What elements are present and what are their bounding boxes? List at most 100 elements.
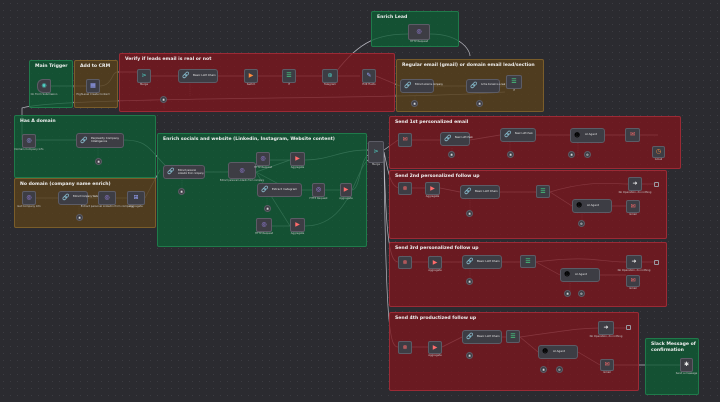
- send2-aggregate-node[interactable]: ▶ Aggregate: [425, 182, 440, 198]
- merge-socials-node[interactable]: ⋗ Merge: [368, 141, 384, 166]
- send3-if-node[interactable]: ☰: [520, 255, 536, 268]
- send4-end-port[interactable]: [626, 325, 631, 330]
- openai-model-sub-5[interactable]: ✺: [76, 214, 83, 221]
- link-icon: 🔗: [444, 135, 452, 142]
- link-icon: 🔗: [62, 194, 70, 201]
- send1-model-sub-2[interactable]: ✺: [507, 151, 514, 158]
- get-company-info-node[interactable]: ◎ Get Company Info: [17, 191, 41, 208]
- domain-company-node[interactable]: ◎ Domain Company Info: [15, 134, 43, 151]
- send4-noop-node[interactable]: ➜ No Operation, do nothing: [590, 321, 622, 338]
- send3-gmail-node[interactable]: ✉ Gmail: [626, 275, 640, 290]
- openai-icon: ✺: [265, 206, 270, 211]
- mail-icon: ✉: [630, 202, 636, 210]
- openai-model-sub-3[interactable]: ✺: [476, 100, 483, 107]
- openai-icon: ✺: [565, 291, 570, 296]
- if2-node[interactable]: ☰ If: [506, 75, 522, 92]
- group-send-2nd: Send 2nd personalized follow up: [389, 170, 667, 239]
- parser-icon: ⊕: [557, 367, 562, 372]
- send4-gmail-node[interactable]: ✉ Gmail: [600, 359, 614, 374]
- send4-stop-node[interactable]: ⊗: [398, 341, 412, 354]
- form-trigger-node[interactable]: ◉ On Form Submission: [31, 79, 57, 96]
- send4-parser-sub[interactable]: ⊕: [556, 366, 563, 373]
- telegram-node[interactable]: ⊛ Telegram: [322, 69, 338, 86]
- send3-agent-node[interactable]: ☻ AI Agent: [560, 268, 600, 282]
- openai-model-sub-6[interactable]: ✺: [178, 188, 185, 195]
- globe-icon: ◎: [26, 194, 32, 201]
- openai-icon: ✺: [541, 367, 546, 372]
- group-title: Has A domain: [20, 119, 56, 124]
- openai-model-sub[interactable]: ✺: [160, 96, 167, 103]
- aggregate-node-1[interactable]: ▶ Aggregate: [290, 152, 305, 169]
- send3-llm-node[interactable]: 🔗 Basic LLM Chain: [462, 255, 502, 269]
- send1-llm-node[interactable]: 🔗 Basic LLM Chain: [440, 132, 473, 146]
- link-icon: 🔗: [167, 168, 175, 175]
- send1-model-sub[interactable]: ✺: [448, 151, 455, 158]
- send2-stop-node[interactable]: ⊗: [398, 182, 412, 195]
- openai-model-sub-4[interactable]: ✺: [95, 158, 102, 165]
- send4-agent-node[interactable]: ☻ AI Agent: [538, 345, 578, 359]
- send3-aggregate-node[interactable]: ▶ Aggregate: [428, 256, 442, 272]
- http-request-node-3[interactable]: ◎ HTTP Request: [255, 218, 273, 235]
- extract-company-website-node[interactable]: 🔗 Extract Company Website: [58, 191, 101, 205]
- send2-noop-node[interactable]: ➜ No Operation, do nothing: [619, 177, 651, 194]
- send2-agent-node[interactable]: ☻ AI Agent: [572, 199, 612, 213]
- send2-parser-sub[interactable]: ⊕: [578, 220, 585, 227]
- send3-stop-node[interactable]: ⊗: [398, 256, 412, 269]
- openai-icon: ✺: [179, 189, 184, 194]
- aggregate-node[interactable]: ⊞ Aggregate: [127, 191, 145, 208]
- personal-linkedin-node[interactable]: ◎ Extract personal Linkedin from company: [81, 191, 133, 208]
- send2-end-port[interactable]: [654, 182, 659, 187]
- send2-llm-node[interactable]: 🔗 Basic LLM Chain: [460, 185, 500, 199]
- openai-model-sub-7[interactable]: ✺: [264, 205, 271, 212]
- send4-aggregate-node[interactable]: ▶ Aggregate: [428, 341, 442, 357]
- extract-domain-node[interactable]: 🔗 Is the domain is a real company: [466, 79, 516, 93]
- send4-llm-node[interactable]: 🔗 Basic LLM Chain: [462, 330, 502, 344]
- basic-llm-chain-node[interactable]: 🔗 Basic LLM Chain: [178, 69, 218, 83]
- send1-gmail-node[interactable]: ✉: [625, 128, 640, 142]
- if-icon: ☰: [510, 332, 516, 340]
- send4-model-sub[interactable]: ✺: [466, 352, 473, 359]
- send2-model-sub[interactable]: ✺: [466, 210, 473, 217]
- aggregate-icon: ▶: [430, 184, 435, 192]
- send3-end-port[interactable]: [654, 260, 659, 265]
- send2-if-node[interactable]: ☰: [536, 185, 550, 198]
- link-icon: 🔗: [466, 333, 474, 340]
- group-add-to-crm: Add to CRM: [74, 60, 118, 108]
- send1-parser-sub[interactable]: ⊕: [584, 151, 591, 158]
- slack-node[interactable]: ✱ Send a message: [676, 358, 697, 375]
- switch-node[interactable]: ▶ Switch: [244, 69, 258, 86]
- perplexity-node[interactable]: 🔗 Perplexity Company Intelligence: [76, 133, 124, 148]
- aggregate-node-2[interactable]: ▶ Aggregate: [339, 183, 353, 200]
- send1-agent-node[interactable]: ☻ AI Agent: [570, 128, 605, 143]
- send2-gmail-node[interactable]: ✉ Gmail: [626, 200, 640, 216]
- openai-icon: ✺: [508, 152, 513, 157]
- extract-gmail-node[interactable]: 🔗 Extract email is company: [400, 79, 443, 93]
- send1-wait-node[interactable]: ◷ Gmail: [652, 146, 665, 161]
- http-request-node-1[interactable]: ◎ HTTP Request: [254, 152, 272, 169]
- linkedin-http-node[interactable]: ◎ Extract personal Linkedin from company: [220, 162, 264, 182]
- send4-model-sub-2[interactable]: ✺: [540, 366, 547, 373]
- extract-linkedin-node[interactable]: 🔗 Extract personal Linkedin from company: [163, 165, 205, 179]
- crm-create-contact-node[interactable]: ▦ HighLevel Create Contact: [76, 79, 110, 96]
- send3-parser-sub[interactable]: ⊕: [578, 290, 585, 297]
- openai-icon: ✺: [412, 101, 417, 106]
- edit-fields-node[interactable]: ✎ Edit Fields: [362, 69, 376, 86]
- send1-first-node[interactable]: ✉: [398, 133, 412, 147]
- aggregate-icon: ⊞: [133, 194, 139, 201]
- merge-node[interactable]: ⋗ Merge: [137, 69, 151, 86]
- openai-model-sub-2[interactable]: ✺: [411, 100, 418, 107]
- send3-model-sub[interactable]: ✺: [466, 278, 473, 285]
- http-request-enrich-node[interactable]: ◎ HTTP Request: [408, 24, 430, 43]
- if-node[interactable]: ☰ If: [282, 69, 296, 86]
- send4-if-node[interactable]: ☰: [506, 330, 520, 343]
- http-request-node-2[interactable]: ◎ HTTP Request: [310, 183, 328, 200]
- send1-agent-model-sub[interactable]: ✺: [568, 151, 575, 158]
- mail-icon: ✉: [402, 136, 408, 143]
- send1-llm-node-2[interactable]: 🔗 Basic LLM Chain: [500, 128, 536, 142]
- aggregate-node-3[interactable]: ▶ Aggregate: [290, 218, 305, 235]
- extract-instagram-node[interactable]: 🔗 Extract Instagram: [257, 183, 302, 197]
- send3-noop-node[interactable]: ➜ No Operation, do nothing: [618, 255, 650, 272]
- aggregate-icon: ▶: [432, 343, 438, 351]
- send3-model-sub-2[interactable]: ✺: [564, 290, 571, 297]
